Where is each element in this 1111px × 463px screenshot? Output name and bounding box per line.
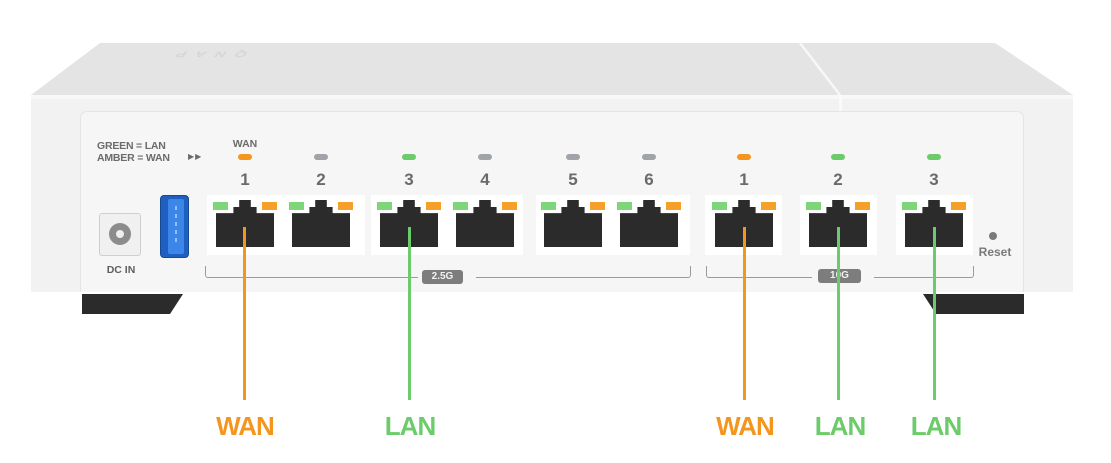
activity-led-amber <box>666 202 681 210</box>
port-status-led <box>314 154 328 160</box>
link-led-green <box>213 202 228 210</box>
callout-label-lan: LAN <box>814 411 866 441</box>
chassis-top-seam <box>799 42 841 96</box>
port-number: 3 <box>404 170 414 189</box>
port-status-led <box>737 154 751 160</box>
port-number: 4 <box>480 170 490 189</box>
port-status-led <box>238 154 252 160</box>
callout-label-wan: WAN <box>216 411 275 441</box>
link-led-green <box>453 202 468 210</box>
link-led-green <box>902 202 917 210</box>
port-status-led <box>642 154 656 160</box>
activity-led-amber <box>590 202 605 210</box>
callout-line-lan <box>408 227 411 400</box>
port-status-led <box>566 154 580 160</box>
port-number: 6 <box>644 170 654 189</box>
port-number: 1 <box>240 170 250 189</box>
left-foot <box>82 294 183 314</box>
usb-pins <box>175 206 177 246</box>
callout-label-lan: LAN <box>910 411 962 441</box>
dc-in-label: DC IN <box>106 264 136 276</box>
legend-amber-wan: AMBER = WAN <box>97 152 170 164</box>
usb-port[interactable] <box>160 195 189 258</box>
callout-label-lan: LAN <box>384 411 436 441</box>
callout-line-wan <box>743 227 746 400</box>
link-led-green <box>377 202 392 210</box>
port-number: 2 <box>833 170 843 189</box>
port-status-led <box>478 154 492 160</box>
power-jack-pin <box>116 230 124 238</box>
callout-label-wan: WAN <box>716 411 775 441</box>
callout-line-wan <box>243 227 246 400</box>
brand-emboss-logo: QNAP <box>164 49 251 59</box>
activity-led-amber <box>262 202 277 210</box>
activity-led-amber <box>426 202 441 210</box>
port-number: 1 <box>739 170 749 189</box>
link-led-green <box>712 202 727 210</box>
port-status-led <box>831 154 845 160</box>
reset-pinhole-icon[interactable] <box>989 232 997 240</box>
legend-arrows-icon: ▶▶ <box>188 152 203 161</box>
power-jack-icon <box>109 223 131 245</box>
link-led-green <box>617 202 632 210</box>
port-number: 2 <box>316 170 326 189</box>
reset-label: Reset <box>978 245 1012 259</box>
right-foot <box>923 294 1024 314</box>
link-led-green <box>806 202 821 210</box>
link-led-green <box>541 202 556 210</box>
chassis-seam <box>839 95 842 111</box>
callout-line-lan <box>933 227 936 400</box>
speed-badge-2.5g: 2.5G <box>422 270 463 284</box>
port-number: 5 <box>568 170 578 189</box>
legend-green-lan: GREEN = LAN <box>97 140 166 152</box>
port-status-led <box>402 154 416 160</box>
callout-line-lan <box>837 227 840 400</box>
activity-led-amber <box>502 202 517 210</box>
front-face-highlight <box>31 95 1073 99</box>
activity-led-amber <box>338 202 353 210</box>
activity-led-amber <box>855 202 870 210</box>
chassis-top-face <box>31 43 1073 95</box>
dc-in-port[interactable] <box>99 213 141 256</box>
wan-port-label: WAN <box>232 138 258 150</box>
link-led-green <box>289 202 304 210</box>
port-status-led <box>927 154 941 160</box>
activity-led-amber <box>951 202 966 210</box>
activity-led-amber <box>761 202 776 210</box>
port-number: 3 <box>929 170 939 189</box>
